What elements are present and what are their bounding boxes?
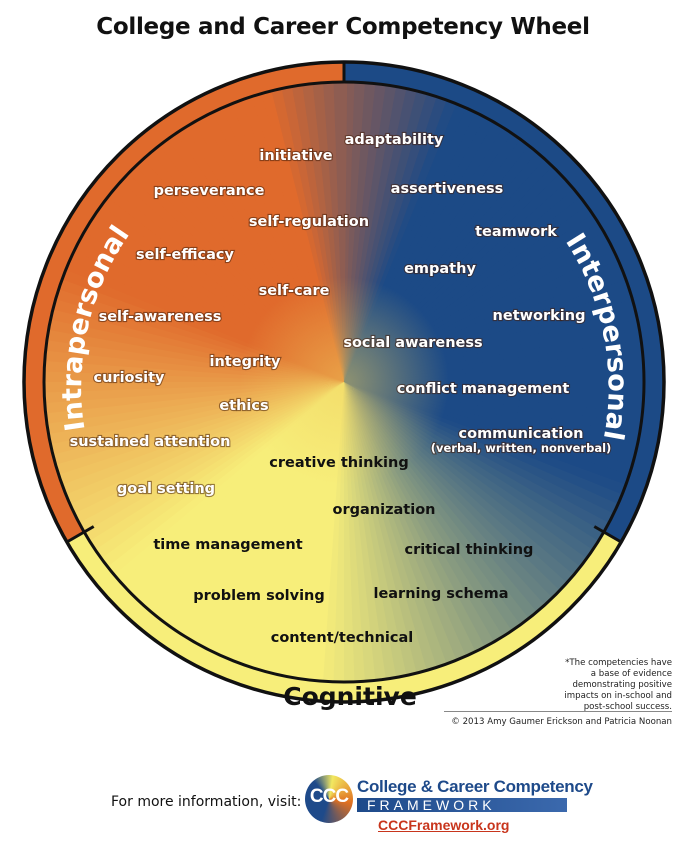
competency-learning-schema: learning schema: [373, 586, 508, 602]
note-divider: [444, 711, 672, 712]
competency-wheel: Intrapersonal Interpersonal Cognitive in…: [22, 60, 666, 711]
competency-time-management: time management: [153, 537, 302, 553]
competency-problem-solving: problem solving: [193, 588, 325, 604]
competency-teamwork: teamwork: [475, 224, 557, 240]
competency-ethics: ethics: [219, 398, 268, 414]
evidence-note: *The competencies have a base of evidenc…: [564, 658, 672, 712]
competency-content-technical: content/technical: [271, 630, 414, 646]
competency-integrity: integrity: [210, 354, 281, 370]
outer-circle-outline: [22, 60, 666, 704]
inner-disc: [44, 82, 644, 682]
competency-organization: organization: [333, 502, 436, 518]
logo-mark: CCC: [309, 786, 349, 807]
competency-self-care: self-care: [259, 283, 330, 299]
page-title: College and Career Competency Wheel: [96, 14, 590, 40]
logo-title: College & Career Competency: [357, 777, 593, 796]
logo-band: [357, 798, 567, 812]
divider-right: [593, 525, 622, 544]
divider-left: [66, 525, 95, 544]
logo-subtitle: FRAMEWORK: [367, 797, 496, 813]
competency-communication-detail: (verbal, written, nonverbal): [431, 441, 612, 455]
competency-adaptability: adaptability: [345, 132, 444, 148]
cognitive-label: Cognitive: [283, 682, 417, 711]
competency-empathy: empathy: [404, 261, 476, 277]
competency-initiative: initiative: [259, 148, 332, 164]
competency-self-awareness: self-awareness: [99, 309, 222, 325]
competency-self-regulation: self-regulation: [249, 214, 369, 230]
inner-circle-outline: [42, 80, 646, 684]
competency-sustained-attention: sustained attention: [70, 434, 231, 450]
competency-networking: networking: [493, 308, 586, 324]
competency-assertiveness: assertiveness: [391, 181, 504, 197]
competency-critical-thinking: critical thinking: [405, 542, 534, 558]
competency-communication: communication: [459, 426, 584, 442]
competency-social-awareness: social awareness: [343, 335, 482, 351]
competency-perseverance: perseverance: [154, 183, 265, 199]
competency-curiosity: curiosity: [94, 370, 166, 386]
ccc-logo-icon: [305, 775, 353, 823]
more-info-text: For more information, visit:: [111, 794, 302, 810]
copyright: © 2013 Amy Gaumer Erickson and Patricia …: [451, 717, 672, 727]
competency-self-efficacy: self-efficacy: [136, 247, 234, 263]
competency-goal-setting: goal setting: [117, 481, 215, 497]
competency-conflict-management: conflict management: [397, 381, 570, 397]
framework-link[interactable]: CCCFramework.org: [378, 817, 510, 833]
competency-creative-thinking: creative thinking: [269, 455, 408, 471]
